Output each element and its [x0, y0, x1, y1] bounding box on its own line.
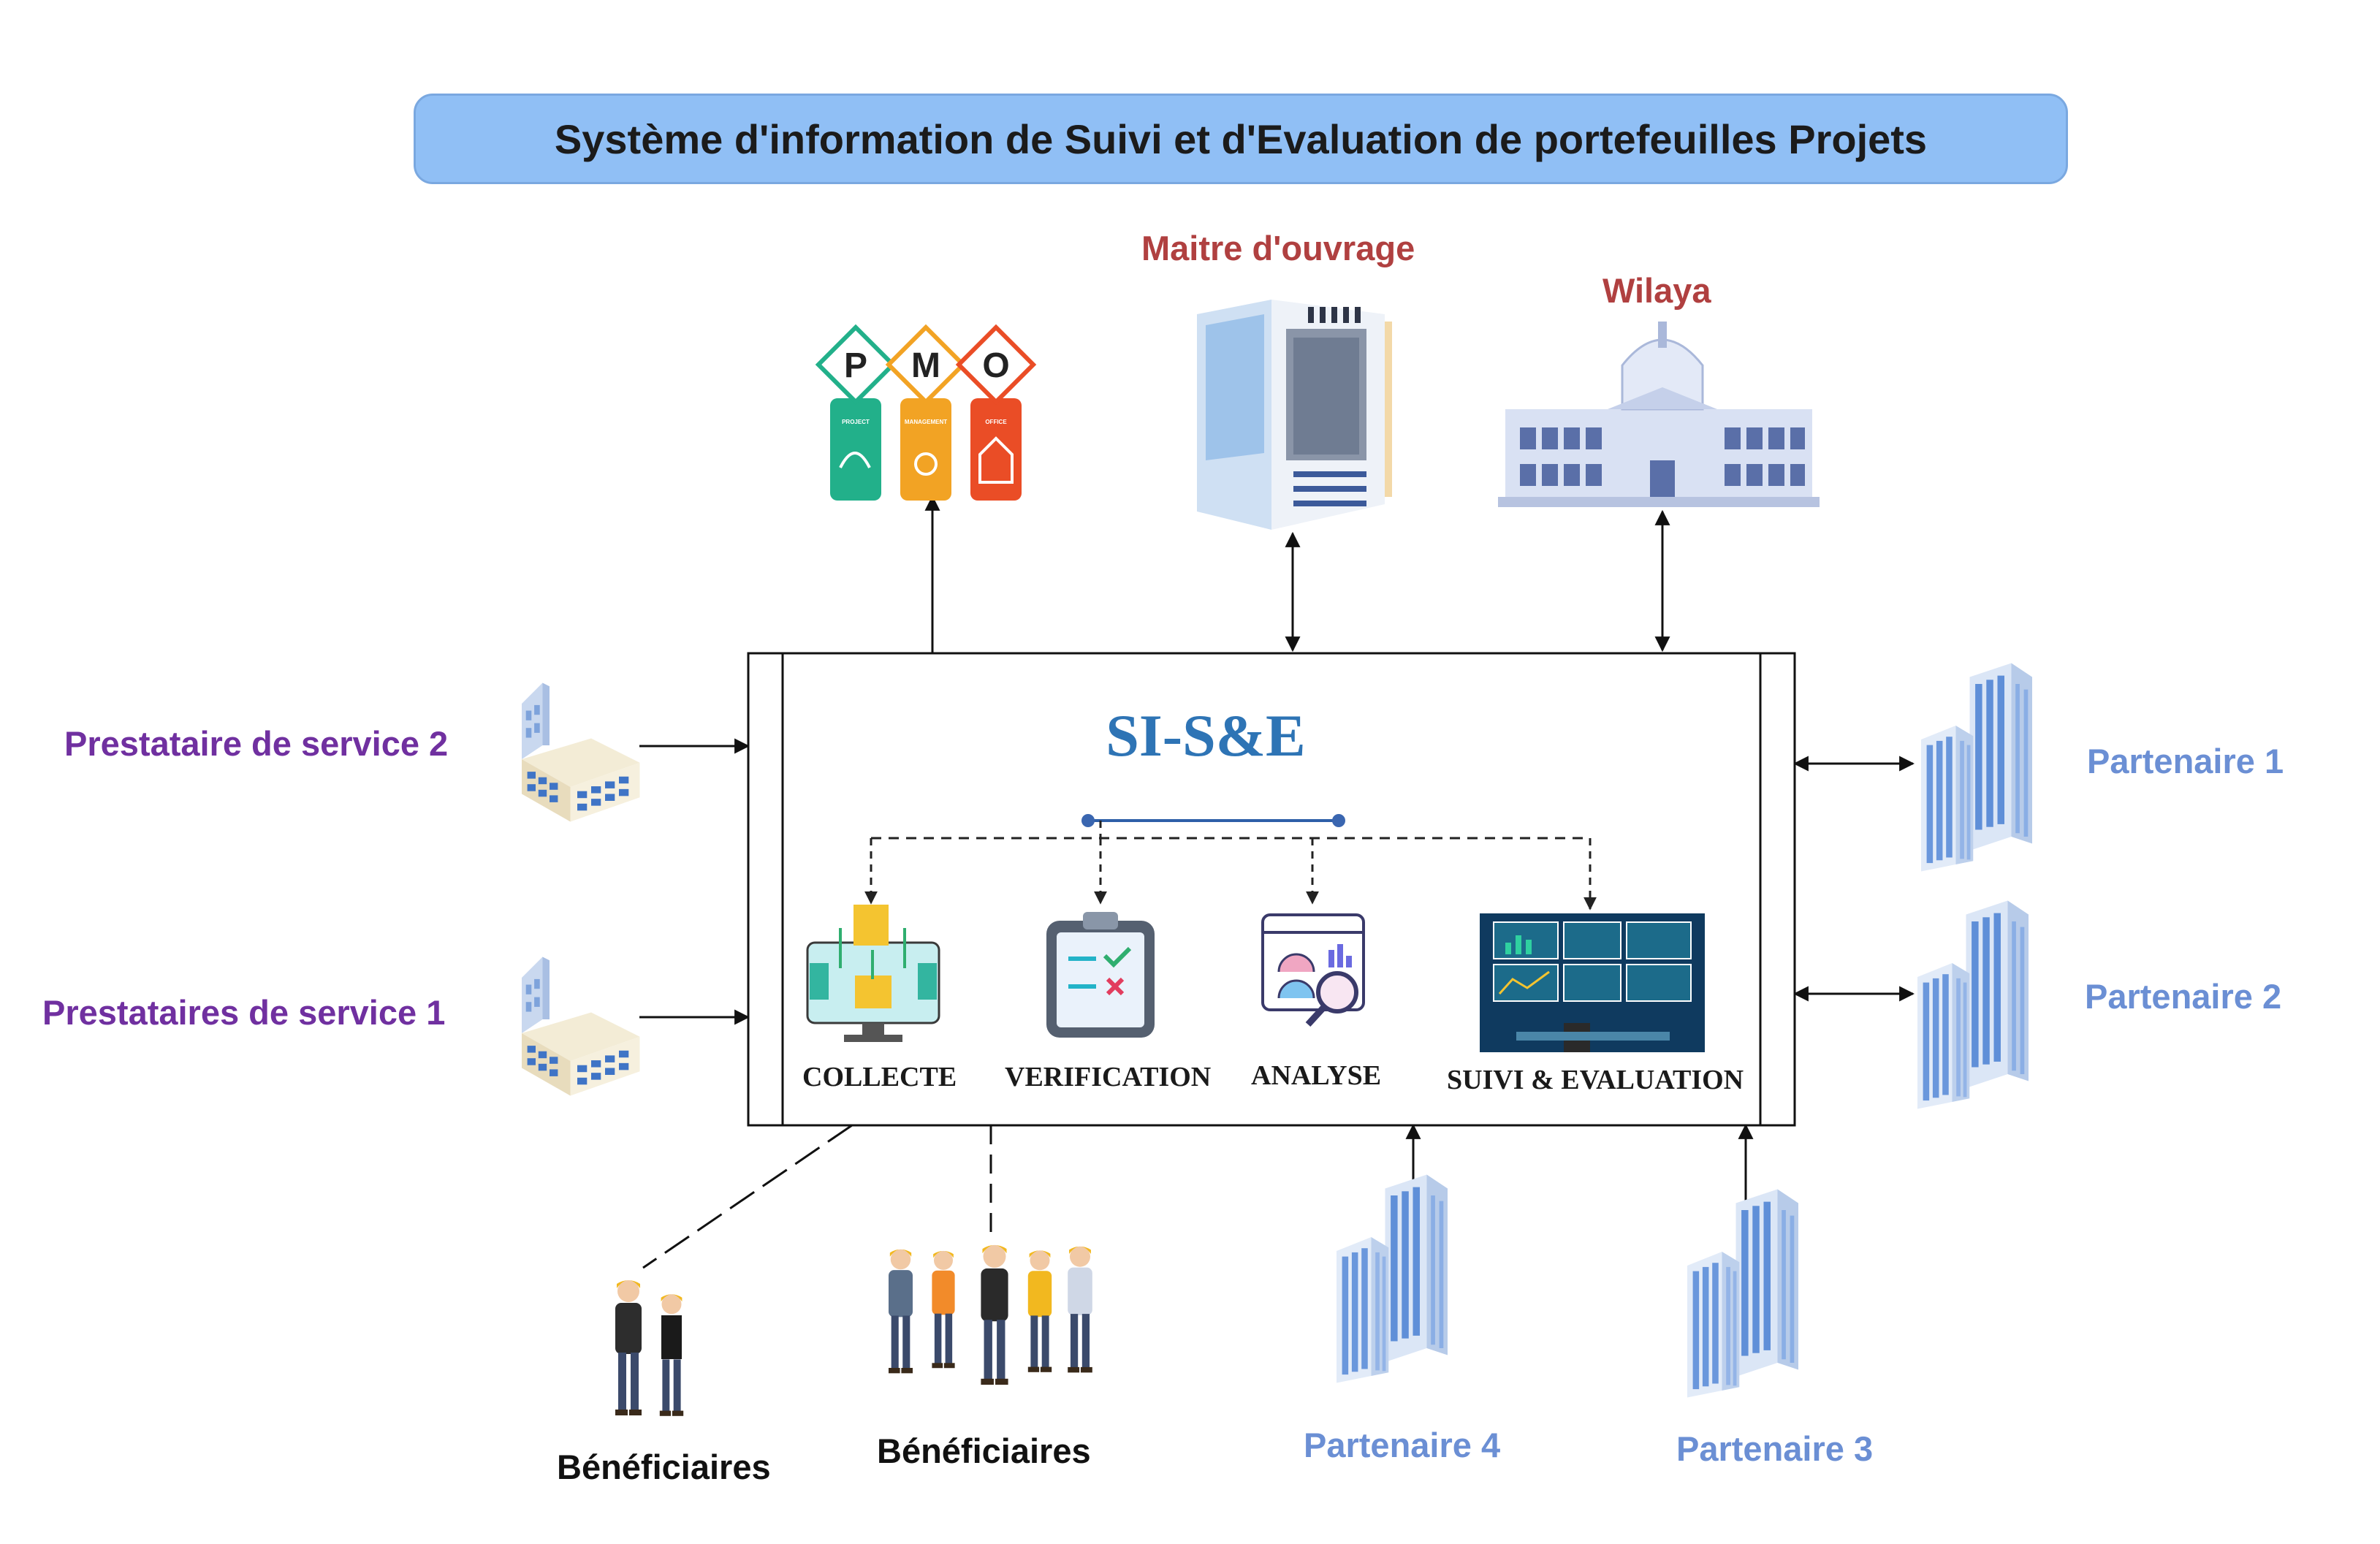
verification-icon: [1046, 912, 1155, 1038]
partenaire-3-towers-icon: [1687, 1189, 1798, 1398]
partenaire-1-towers-icon: [1921, 663, 2032, 872]
dash-beneficiaires-1: [642, 1124, 853, 1269]
beneficiaires-2-people-icon: [889, 1244, 1092, 1385]
label-partenaire-2: Partenaire 2: [2085, 977, 2282, 1016]
label-maitre-ouvrage: Maitre d'ouvrage: [1141, 229, 1415, 267]
system-flow: [864, 814, 1597, 910]
connectors: [639, 495, 1915, 1269]
analyse-icon: [1261, 913, 1365, 1027]
label-wilaya: Wilaya: [1602, 271, 1711, 310]
beneficiaires-1-people-icon: [615, 1280, 684, 1416]
pmo-sub-office: OFFICE: [985, 419, 1007, 425]
step-verification: VERIFICATION: [1005, 1062, 1212, 1092]
title-banner: Système d'information de Suivi et d'Eval…: [414, 94, 2068, 184]
system-name: SI-S&E: [1106, 702, 1306, 769]
page-title: Système d'information de Suivi et d'Eval…: [554, 115, 1928, 162]
step-suivi-evaluation: SUIVI & EVALUATION: [1447, 1065, 1744, 1095]
step-collecte: COLLECTE: [802, 1062, 957, 1092]
collecte-icon: [806, 905, 940, 1042]
prestataire-1-building-icon: [522, 957, 640, 1096]
label-partenaire-3: Partenaire 3: [1676, 1429, 1874, 1468]
label-partenaire-4: Partenaire 4: [1304, 1426, 1501, 1464]
pmo-letter-o: O: [982, 346, 1009, 385]
government-building-icon: [1498, 322, 1820, 507]
pmo-sub-project: PROJECT: [842, 419, 870, 425]
label-beneficiaires-1: Bénéficiaires: [557, 1448, 771, 1486]
pmo-letter-m: M: [911, 346, 940, 385]
label-prestataire-1: Prestataires de service 1: [42, 993, 446, 1032]
suivi-icon: [1480, 913, 1705, 1052]
step-analyse: ANALYSE: [1251, 1060, 1382, 1091]
office-tower-icon: [1197, 300, 1392, 530]
partenaire-2-towers-icon: [1917, 900, 2029, 1109]
pmo-sub-management: MANAGEMENT: [905, 419, 947, 425]
prestataire-2-building-icon: [522, 682, 640, 822]
label-prestataire-2: Prestataire de service 2: [64, 724, 449, 763]
pmo-letter-p: P: [844, 346, 867, 385]
pmo-badges-icon: [815, 324, 1037, 501]
partenaire-4-towers-icon: [1337, 1174, 1448, 1383]
label-beneficiaires-2: Bénéficiaires: [877, 1431, 1091, 1470]
label-partenaire-1: Partenaire 1: [2087, 742, 2284, 780]
